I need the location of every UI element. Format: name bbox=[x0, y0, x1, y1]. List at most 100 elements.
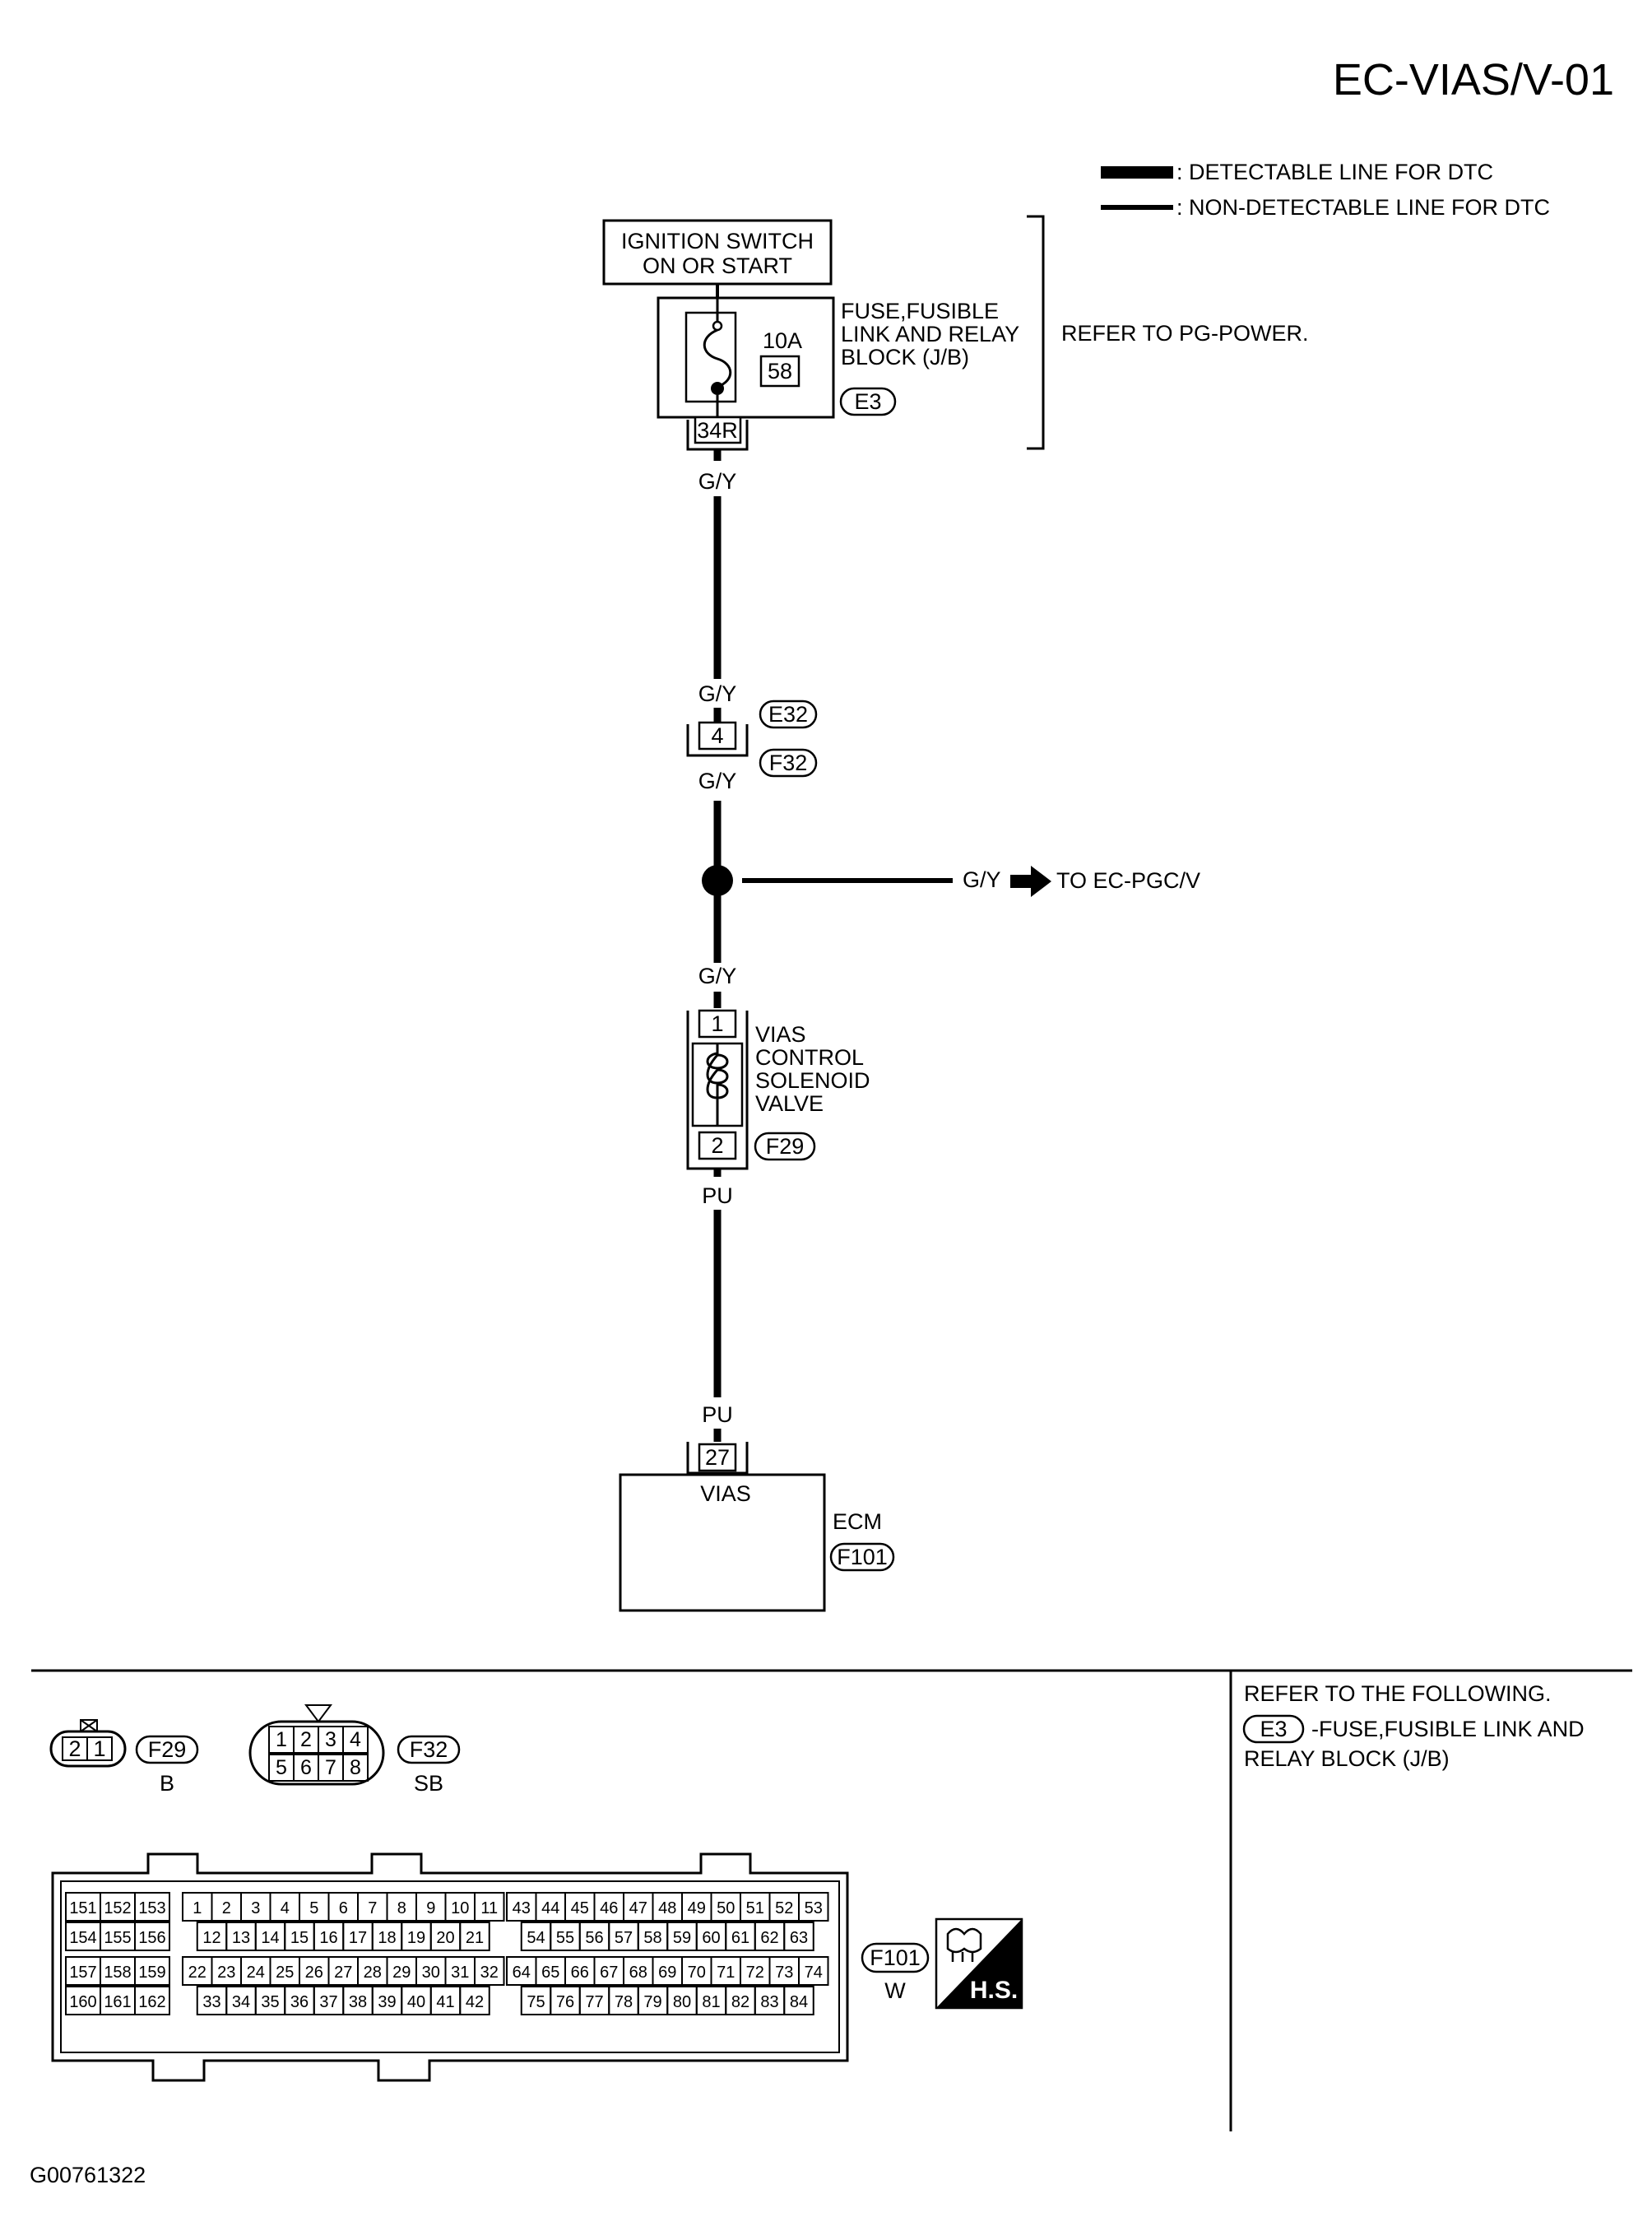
fuse-bottom-node bbox=[711, 382, 724, 395]
f101-connector-color: W bbox=[884, 1978, 906, 2003]
f101-pin-number: 66 bbox=[571, 1964, 589, 1982]
f101-pin-number: 31 bbox=[451, 1964, 469, 1982]
f101-pin-number: 5 bbox=[309, 1899, 318, 1917]
ecm-pin: 27 bbox=[705, 1445, 730, 1470]
f101-pin-cell bbox=[134, 1956, 170, 1986]
f101-pin-number: 76 bbox=[556, 1993, 574, 2011]
f101-pin-number: 50 bbox=[717, 1899, 735, 1917]
f101-pin-number: 63 bbox=[790, 1929, 808, 1947]
fuse-top-node bbox=[712, 320, 723, 332]
f101-pin-number: 13 bbox=[232, 1929, 250, 1947]
connector-code-f32: F32 bbox=[769, 751, 808, 775]
f101-pin-cell bbox=[134, 1892, 170, 1922]
solenoid-pin2: 2 bbox=[711, 1133, 723, 1158]
f101-pin-number: 159 bbox=[138, 1964, 165, 1982]
refer-following-line2: RELAY BLOCK (J/B) bbox=[1244, 1746, 1450, 1771]
f101-pin-number: 17 bbox=[349, 1929, 367, 1947]
f101-pin-number: 11 bbox=[480, 1899, 498, 1917]
f101-pin-number: 80 bbox=[673, 1993, 691, 2011]
refer-following-title: REFER TO THE FOLLOWING. bbox=[1244, 1681, 1552, 1706]
f32-pin-number: 5 bbox=[276, 1756, 287, 1779]
solenoid-name-line2: CONTROL bbox=[755, 1045, 864, 1070]
joint-connector-bracket bbox=[686, 724, 749, 757]
f101-pin-number: 40 bbox=[407, 1993, 425, 2011]
joint-connector-pin-box bbox=[698, 721, 737, 751]
wire-color-gy-4: G/Y bbox=[698, 964, 737, 988]
f101-pin-number: 14 bbox=[261, 1929, 279, 1947]
f101-pin-number: 153 bbox=[138, 1899, 165, 1917]
f101-pin-number: 160 bbox=[69, 1993, 96, 2011]
f101-pin-number: 61 bbox=[731, 1929, 749, 1947]
ignition-switch-line1: IGNITION SWITCH bbox=[621, 229, 814, 253]
f101-pin-number: 42 bbox=[466, 1993, 484, 2011]
f101-pin-number: 41 bbox=[436, 1993, 454, 2011]
fuse-rating: 10A bbox=[763, 328, 802, 353]
f101-pin-number: 154 bbox=[69, 1929, 96, 1947]
f101-pin-cell bbox=[798, 1892, 829, 1922]
fuse-number-box bbox=[759, 355, 800, 388]
fuse-number: 58 bbox=[768, 359, 792, 383]
f101-pin-number: 71 bbox=[717, 1964, 735, 1982]
f101-pin-number: 28 bbox=[364, 1964, 382, 1982]
f101-pin-number: 37 bbox=[319, 1993, 337, 2011]
f101-pin-number: 156 bbox=[138, 1929, 165, 1947]
fuse-block-box bbox=[657, 296, 835, 419]
fuse-block-connector-badge bbox=[839, 387, 897, 416]
f101-pin-cell bbox=[474, 1956, 505, 1986]
f101-pin-cell bbox=[783, 1986, 814, 2015]
f101-pin-number: 16 bbox=[319, 1929, 337, 1947]
branch-wire-color: G/Y bbox=[963, 867, 1001, 892]
connector-face-f29: 2 1 bbox=[49, 1719, 127, 1768]
harness-side-label: H.S. bbox=[970, 1977, 1018, 2004]
connector-badge-f32 bbox=[759, 748, 818, 778]
terminal-34r-box bbox=[694, 416, 742, 444]
wire-color-gy-3: G/Y bbox=[698, 769, 737, 793]
f101-pin-number: 65 bbox=[541, 1964, 559, 1982]
f101-pin-number: 24 bbox=[247, 1964, 265, 1982]
f101-pin-number: 49 bbox=[688, 1899, 706, 1917]
ecm-connector-code: F101 bbox=[837, 1545, 888, 1569]
wire-color-pu-1: PU bbox=[702, 1183, 733, 1208]
f29-connector-color: B bbox=[160, 1771, 174, 1796]
f101-pin-number: 54 bbox=[527, 1929, 545, 1947]
f101-pin-number: 29 bbox=[392, 1964, 411, 1982]
f101-pin-cell bbox=[134, 1986, 170, 2015]
legend-non-detectable-text: : NON-DETECTABLE LINE FOR DTC bbox=[1176, 195, 1550, 220]
f101-pin-cell bbox=[459, 1986, 490, 2015]
f32-connector-code: F32 bbox=[410, 1737, 448, 1762]
f101-pin-number: 21 bbox=[466, 1929, 484, 1947]
f101-pin-number: 67 bbox=[600, 1964, 618, 1982]
f101-pin-number: 56 bbox=[585, 1929, 603, 1947]
f101-pin-number: 72 bbox=[746, 1964, 764, 1982]
f101-pin-number: 33 bbox=[202, 1993, 220, 2011]
f101-pin-number: 19 bbox=[407, 1929, 425, 1947]
f101-pin-number: 44 bbox=[541, 1899, 559, 1917]
f101-pin-number: 53 bbox=[805, 1899, 823, 1917]
f32-pin-number: 6 bbox=[300, 1756, 312, 1779]
f101-pin-number: 38 bbox=[349, 1993, 367, 2011]
f101-pin-number: 157 bbox=[69, 1964, 96, 1982]
connector-code-e32: E32 bbox=[768, 702, 808, 727]
f101-pin-number: 22 bbox=[188, 1964, 206, 1982]
f101-pin-number: 26 bbox=[305, 1964, 323, 1982]
joint-connector-pin: 4 bbox=[711, 723, 723, 748]
power-reference-bracket bbox=[1027, 215, 1045, 450]
f32-pin-number: 2 bbox=[300, 1728, 312, 1751]
f101-connector-code: F101 bbox=[870, 1945, 921, 1970]
f101-pin-number: 152 bbox=[104, 1899, 131, 1917]
f32-pin-cell bbox=[342, 1726, 369, 1754]
branch-destination: TO EC-PGC/V bbox=[1056, 868, 1200, 893]
refer-pg-power: REFER TO PG-POWER. bbox=[1061, 321, 1309, 346]
f101-pin-number: 59 bbox=[673, 1929, 691, 1947]
f32-connector-color: SB bbox=[414, 1771, 443, 1796]
ignition-switch-line2: ON OR START bbox=[643, 253, 792, 278]
f29-pin-a: 2 bbox=[68, 1736, 81, 1761]
f101-pin-number: 27 bbox=[334, 1964, 352, 1982]
f101-pin-number: 4 bbox=[281, 1899, 290, 1917]
f101-pin-cell bbox=[783, 1922, 814, 1951]
wire-color-gy-2: G/Y bbox=[698, 681, 737, 706]
f32-pin-number: 8 bbox=[350, 1756, 361, 1779]
fuse-frame bbox=[684, 311, 737, 403]
f101-pin-number: 158 bbox=[104, 1964, 131, 1982]
fuse-block-connector-code: E3 bbox=[854, 389, 881, 414]
